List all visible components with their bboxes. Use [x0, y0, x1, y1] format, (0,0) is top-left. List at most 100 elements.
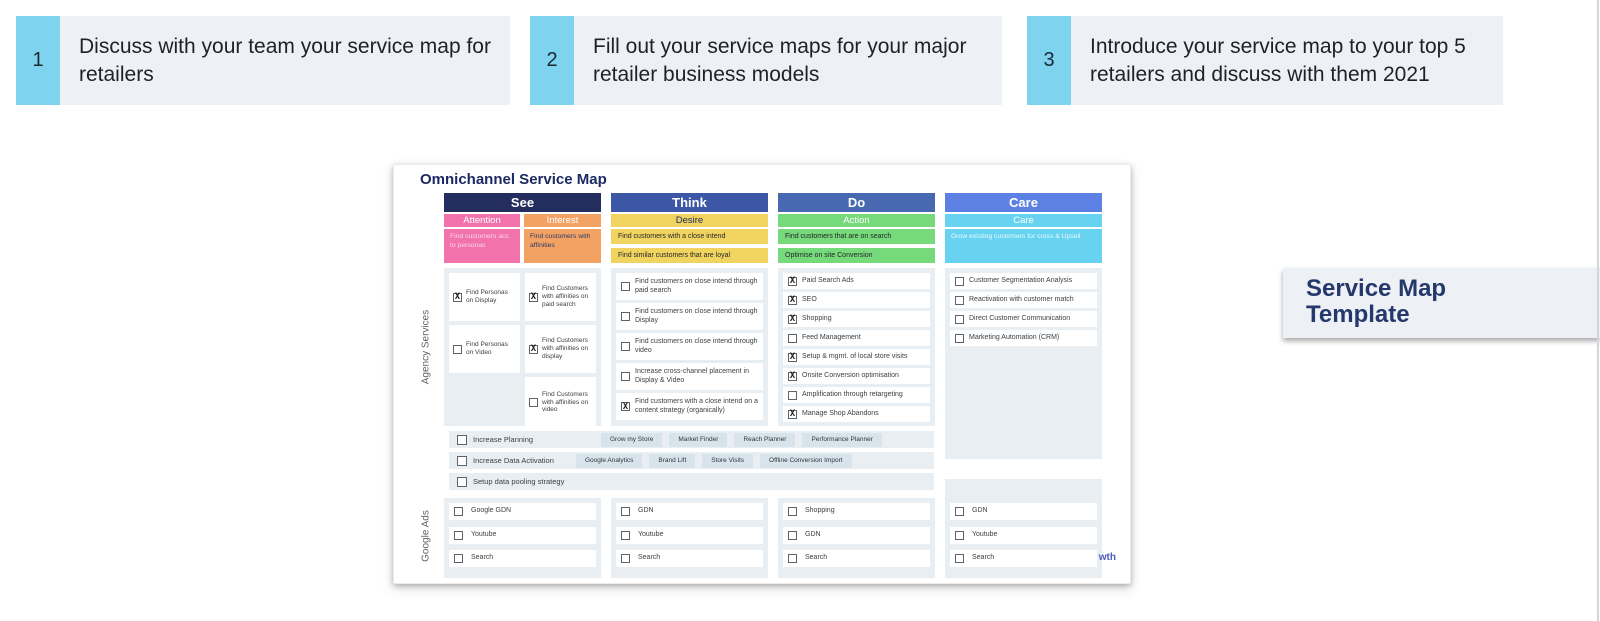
checkbox[interactable]: [621, 530, 630, 540]
ads-item: Search: [616, 550, 763, 567]
checkbox[interactable]: [788, 530, 797, 540]
ads-label: Search: [972, 554, 995, 562]
strategy-care: Grow existing customers for cross & Upse…: [945, 229, 1102, 263]
ads-item: GDN: [950, 503, 1097, 520]
step-box-1: 1 Discuss with your team your service ma…: [16, 16, 510, 105]
checkbox[interactable]: [621, 554, 630, 563]
ads-item: Search: [783, 550, 930, 567]
service-item: Feed Management: [783, 330, 930, 346]
ads-item: Youtube: [950, 526, 1097, 544]
checkbox[interactable]: [955, 530, 964, 540]
planning-label: Setup data pooling strategy: [473, 477, 565, 486]
service-label: Find customers on close intend through D…: [635, 308, 758, 324]
checkbox[interactable]: [788, 333, 797, 343]
row-label-agency-services: Agency Services: [420, 309, 432, 385]
checkbox[interactable]: [621, 372, 630, 381]
checkbox[interactable]: [955, 295, 964, 305]
checkbox[interactable]: [621, 507, 630, 516]
planning-row-increase-data-activation: Increase Data Activation Google Analytic…: [449, 452, 934, 469]
service-item: Find Personas on Video: [449, 325, 520, 373]
step-box-2: 2 Fill out your service maps for your ma…: [530, 16, 1002, 105]
checkbox[interactable]: X: [788, 314, 797, 324]
checkbox[interactable]: [788, 390, 797, 400]
service-item: X SEO: [783, 292, 930, 308]
ads-label: Google GDN: [471, 507, 512, 515]
tool-chip: Grow my Store: [601, 432, 663, 447]
service-label: Setup & mgmt. of local store visits: [802, 352, 908, 360]
column-see: See Attention Interest Find customers ac…: [444, 165, 601, 583]
service-label: Paid Search Ads: [802, 276, 854, 284]
agency-panel-think: Find customers on close intend through p…: [611, 268, 768, 426]
ads-item: Youtube: [449, 526, 596, 544]
step-number-badge: 2: [530, 16, 574, 105]
tool-chip: Reach Planner: [734, 432, 796, 447]
checkbox[interactable]: X: [788, 371, 797, 381]
checkbox[interactable]: [457, 434, 467, 445]
service-label: Find Personas on Display: [466, 289, 508, 304]
map-title: Omnichannel Service Map: [420, 171, 607, 188]
service-item: X Find customers with a close intend on …: [616, 393, 763, 420]
agency-see-subcolumn-interest: X Find Customers with affinities on paid…: [525, 273, 596, 428]
strategy-interest: Find customers with affinities: [524, 229, 601, 263]
checkbox[interactable]: [454, 507, 463, 516]
checkbox[interactable]: [955, 314, 964, 324]
checkbox[interactable]: X: [453, 292, 462, 302]
tool-chip: Market Finder: [669, 432, 728, 447]
service-label: Direct Customer Communication: [969, 314, 1071, 322]
checkbox[interactable]: [955, 554, 964, 563]
checkbox[interactable]: X: [788, 409, 797, 419]
checkbox[interactable]: [955, 276, 964, 286]
checkbox[interactable]: X: [788, 352, 797, 362]
checkbox[interactable]: [621, 282, 630, 291]
service-item: X Find Customers with affinities on disp…: [525, 325, 596, 373]
service-item: Increase cross-channel placement in Disp…: [616, 363, 763, 390]
checkbox[interactable]: [457, 455, 467, 466]
service-label: Find Customers with affinities on displa…: [542, 337, 589, 360]
service-label: Reactivation with customer match: [969, 295, 1074, 303]
checkbox[interactable]: [621, 342, 630, 351]
checkbox[interactable]: X: [529, 292, 538, 302]
agency-panel-do: X Paid Search Ads X SEO X Shopping Feed …: [778, 268, 935, 426]
service-label: Find Customers with affinities on video: [542, 390, 589, 414]
checkbox[interactable]: [454, 554, 463, 563]
ads-item: Google GDN: [449, 503, 596, 520]
tool-chip: Google Analytics: [576, 453, 643, 468]
step-text: Discuss with your team your service map …: [79, 34, 491, 86]
strategy-attention: Find customers acc. to personas: [444, 229, 520, 263]
checkbox[interactable]: [621, 312, 630, 321]
checkbox[interactable]: [788, 554, 797, 563]
checkbox[interactable]: [529, 398, 538, 407]
ads-item: Search: [449, 550, 596, 567]
checkbox[interactable]: X: [621, 401, 630, 412]
checkbox[interactable]: [955, 507, 964, 516]
service-item: X Manage Shop Abandons: [783, 406, 930, 422]
ads-label: GDN: [805, 530, 821, 538]
tool-chips: Grow my Store Market Finder Reach Planne…: [601, 432, 882, 447]
checkbox[interactable]: [453, 344, 462, 354]
checkbox[interactable]: [788, 507, 797, 516]
checkbox[interactable]: [457, 476, 467, 487]
checkbox[interactable]: [955, 333, 964, 343]
service-label: Marketing Automation (CRM): [969, 333, 1060, 341]
step-text: Introduce your service map to your top 5…: [1090, 34, 1466, 86]
ads-label: Search: [471, 554, 494, 562]
service-label: Find customers on close intend through p…: [635, 278, 758, 294]
watermark-text: wth: [1098, 552, 1116, 563]
service-item: Direct Customer Communication: [950, 311, 1097, 327]
checkbox[interactable]: [454, 530, 463, 540]
tool-chip: Store Visits: [702, 453, 754, 468]
ads-label: Search: [638, 554, 661, 562]
strategy-row: Find customers that are on search: [778, 229, 935, 244]
agency-panel-see: X Find Personas on Display Find Personas…: [444, 268, 601, 428]
ads-label: GDN: [972, 507, 988, 515]
strategy-row: Find customers with a close intend: [611, 229, 768, 244]
checkbox[interactable]: X: [788, 276, 797, 286]
checkbox[interactable]: X: [529, 344, 538, 354]
column-header-think: Think: [611, 193, 768, 212]
tool-chip: Performance Planner: [802, 432, 882, 447]
ads-label: Youtube: [972, 530, 998, 538]
ads-label: GDN: [638, 507, 654, 515]
checkbox[interactable]: X: [788, 295, 797, 305]
service-item: X Setup & mgmt. of local store visits: [783, 349, 930, 365]
ads-item: Youtube: [616, 526, 763, 544]
